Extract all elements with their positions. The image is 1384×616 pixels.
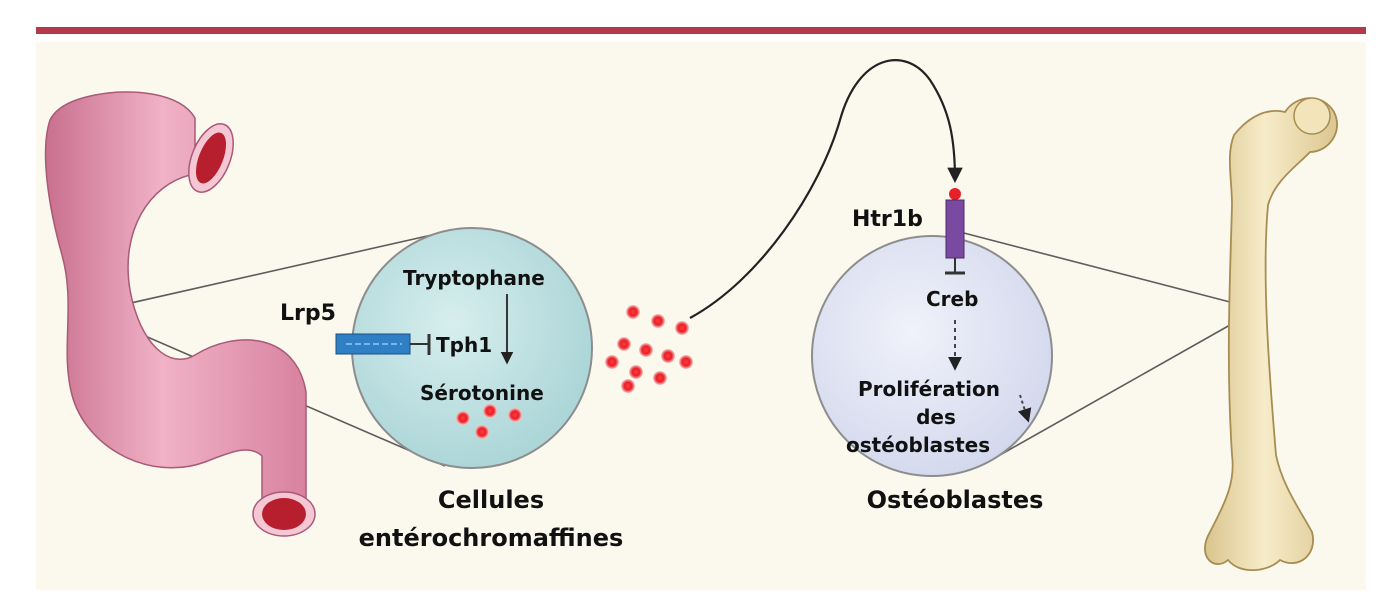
bone-zoom-lines xyxy=(959,231,1231,456)
label-des: des xyxy=(916,405,956,429)
proliferation-small-arrow xyxy=(1017,394,1032,423)
label-serotonine: Sérotonine xyxy=(420,381,544,405)
serotonin-dots-in-cell xyxy=(456,404,522,439)
label-proliferation: Prolifération xyxy=(858,377,1000,401)
diagram-labels: Lrp5 Tph1 Tryptophane Sérotonine Cellule… xyxy=(280,207,1043,552)
label-htr1b: Htr1b xyxy=(852,207,923,232)
panel-background xyxy=(36,42,1366,590)
circulation-arrow xyxy=(689,59,963,319)
top-rule xyxy=(36,27,1366,34)
label-tryptophane: Tryptophane xyxy=(403,266,545,290)
label-enterochromaffines: entérochromaffines xyxy=(359,524,624,552)
lrp5-receptor-icon xyxy=(335,333,431,355)
htr1b-receptor-icon xyxy=(945,188,965,275)
osteoblast-cell xyxy=(811,235,1053,477)
intestine-icon xyxy=(44,91,316,537)
serotonin-dots-released xyxy=(605,305,693,393)
label-lrp5: Lrp5 xyxy=(280,301,336,326)
label-tph1: Tph1 xyxy=(436,333,492,357)
label-osteoblastes-inner: ostéoblastes xyxy=(846,433,990,457)
label-cellules: Cellules xyxy=(438,486,544,514)
label-osteoblastes: Ostéoblastes xyxy=(867,486,1044,514)
femur-bone-icon xyxy=(1204,97,1338,572)
label-creb: Creb xyxy=(926,287,978,311)
